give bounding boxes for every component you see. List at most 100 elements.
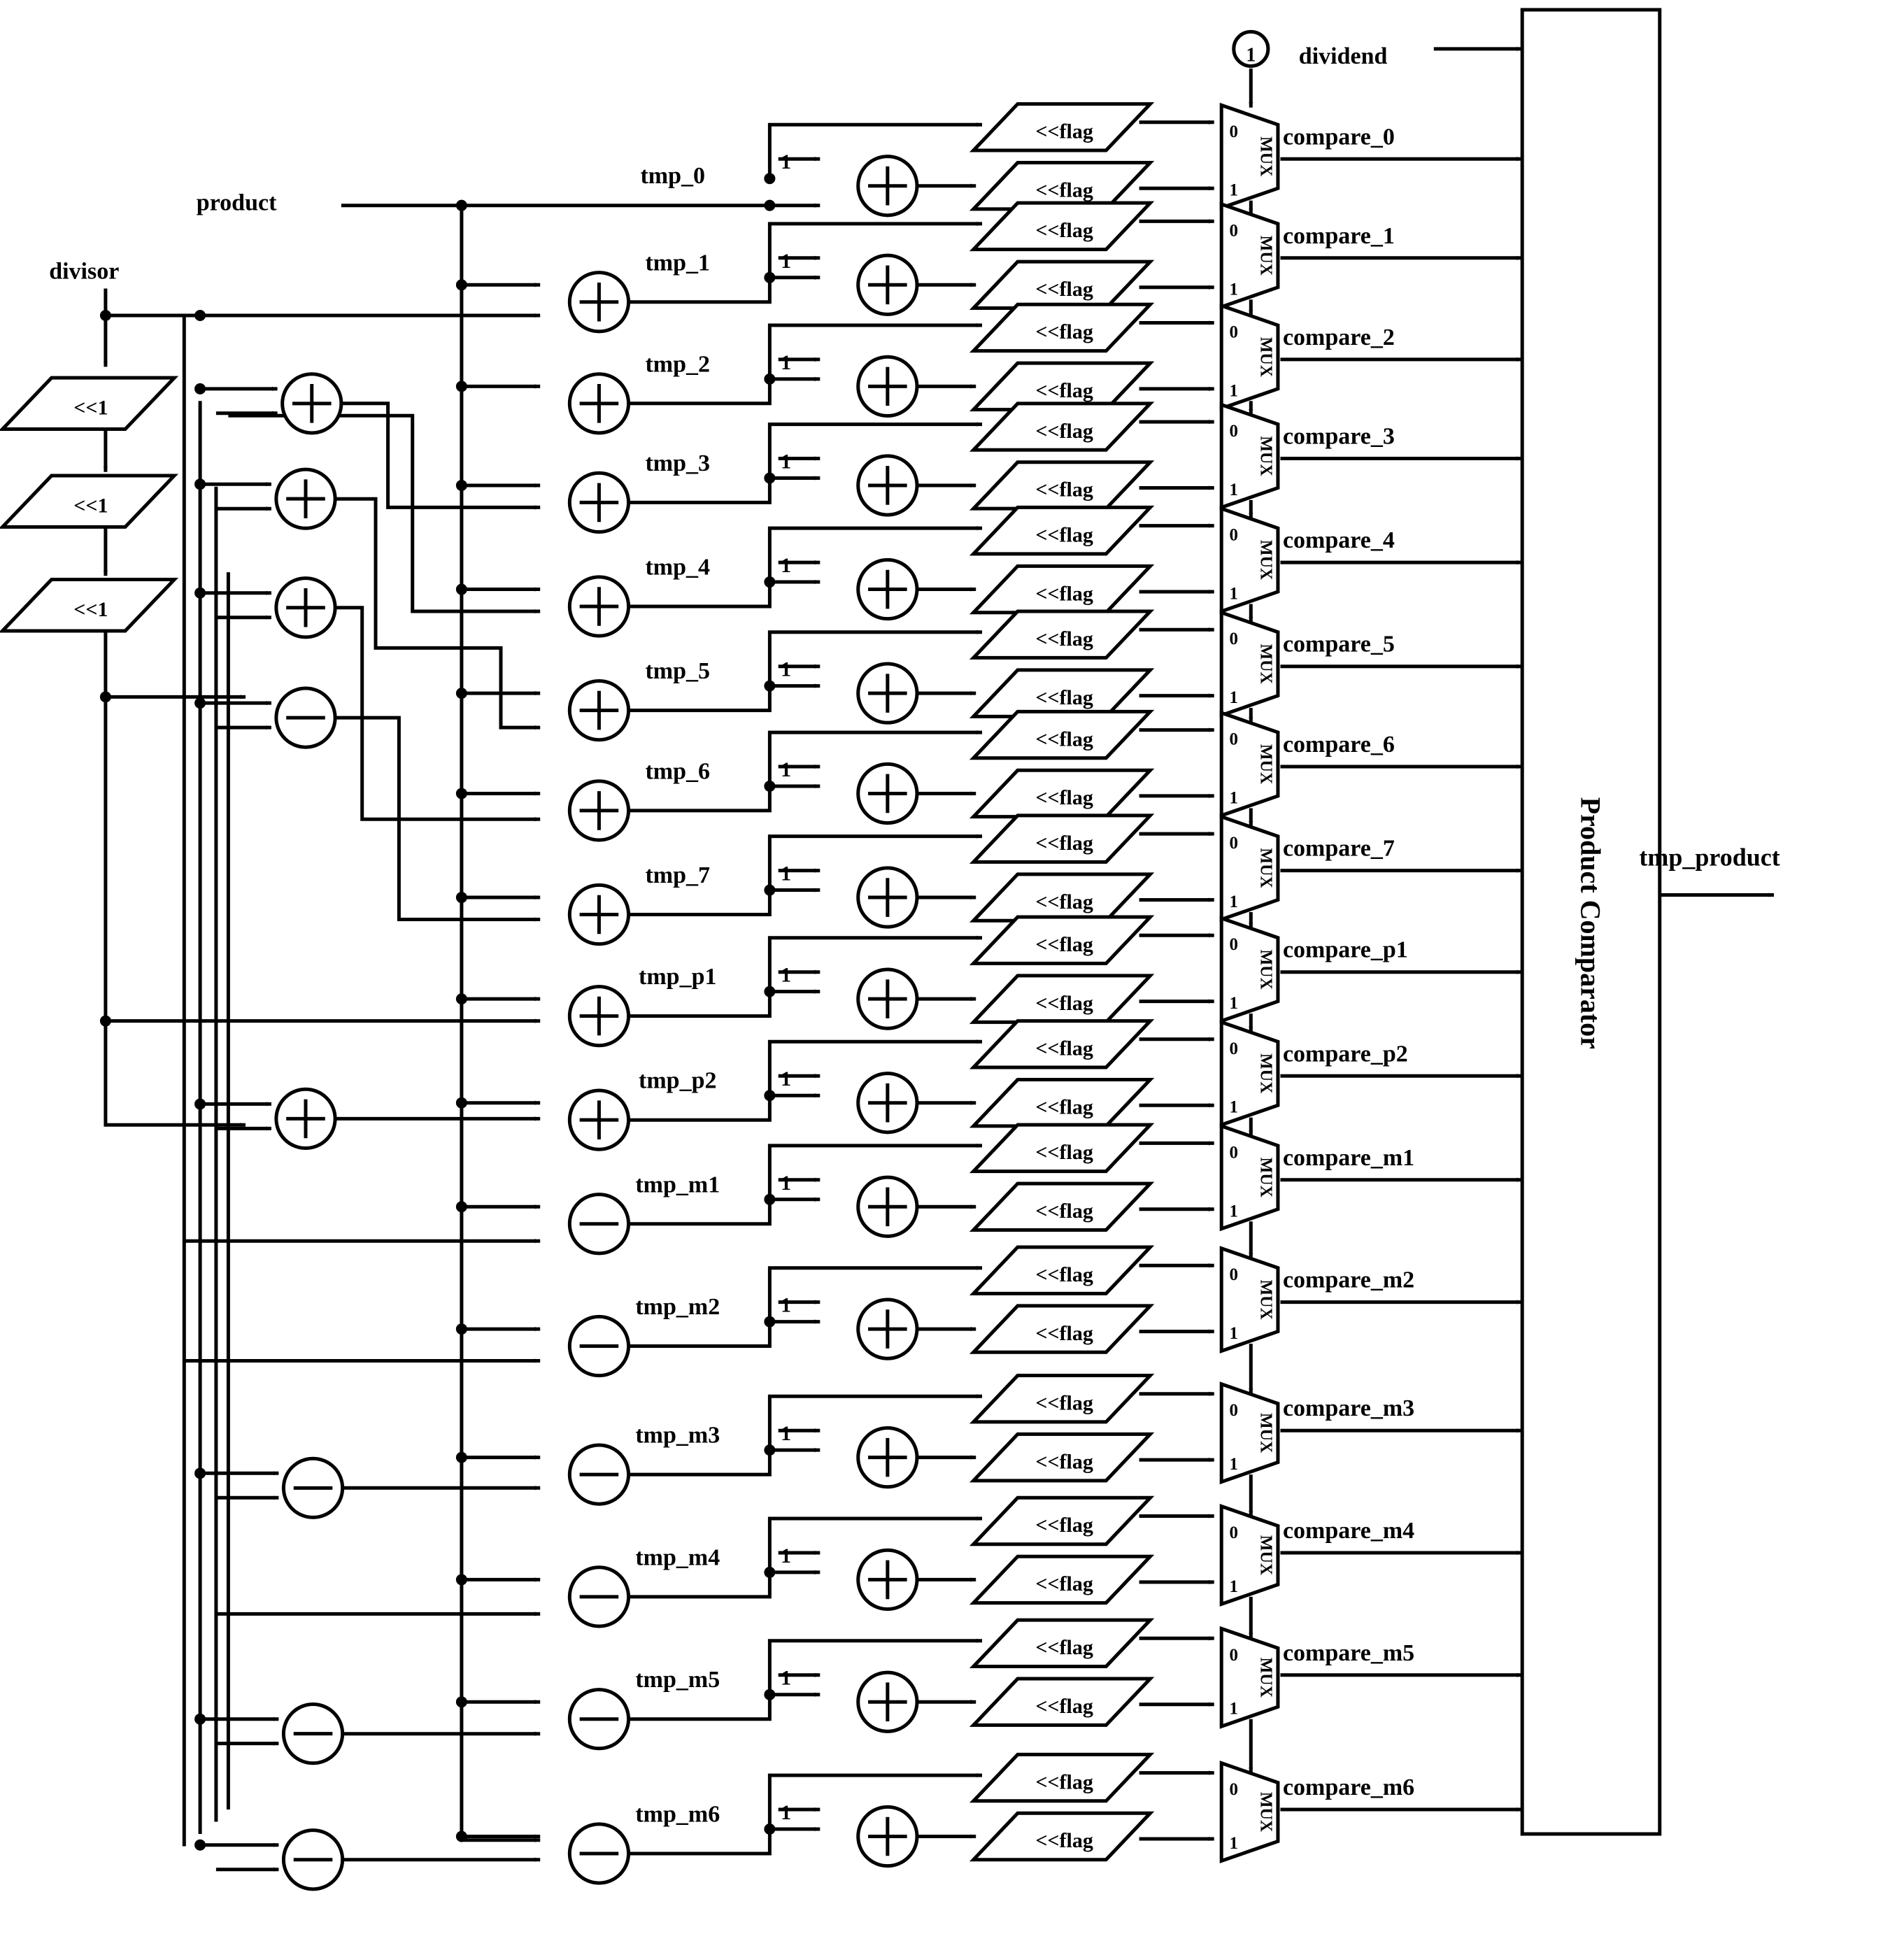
junction-dot	[764, 680, 776, 692]
shift-label: <<1	[73, 494, 108, 517]
junction-dot	[455, 1097, 467, 1109]
flag-block-lower	[969, 1304, 1155, 1354]
junction-dot	[764, 1444, 776, 1456]
compare-label-compare_2: compare_2	[1283, 325, 1395, 350]
plus-one-adder-icon	[856, 1670, 919, 1733]
plus-stage-op-icon	[567, 575, 631, 638]
tmp-to-flag0-wire	[767, 1143, 983, 1200]
tmp-to-adder-wire	[628, 1570, 820, 1599]
plus-one-adder-icon	[856, 866, 919, 929]
flag-label-lower: <<flag	[1035, 1200, 1093, 1223]
tmp-product-label: tmp_product	[1639, 844, 1779, 872]
mux-port1-label: 1	[1230, 1202, 1239, 1221]
junction-dot	[764, 1090, 776, 1102]
mux-port1-label: 1	[1230, 688, 1239, 707]
junction-dot	[764, 576, 776, 588]
junction-dot	[455, 1696, 467, 1708]
mux-tmp_4	[1219, 506, 1280, 614]
const-one-label: 1	[781, 1172, 791, 1195]
flag-block-upper	[969, 1495, 1155, 1547]
mux-label: MUX	[1256, 1279, 1274, 1320]
shapes-layer	[0, 8, 1662, 1891]
mux-port1-label: 1	[1230, 381, 1239, 400]
plus-one-adder-icon	[856, 762, 919, 825]
flag-block-upper	[969, 1752, 1155, 1803]
tmp-to-flag0-wire	[767, 730, 983, 786]
minus-stage-op-icon	[567, 1443, 631, 1506]
flag-block-upper	[969, 709, 1155, 760]
flag-block-lower	[969, 1677, 1155, 1727]
mux-port0-label: 0	[1230, 422, 1239, 441]
flag-label-upper: <<flag	[1035, 1037, 1093, 1060]
compare-label-compare_m3: compare_m3	[1283, 1395, 1414, 1421]
flag-block-lower	[969, 1554, 1155, 1605]
product-comparator-box	[1520, 8, 1662, 1836]
pre-op-icon	[274, 467, 337, 530]
pre-op-icon	[281, 1828, 345, 1891]
plus-one-adder-icon	[856, 355, 919, 418]
mux-port1-label: 1	[1230, 181, 1239, 200]
const-one-label: 1	[781, 1801, 791, 1824]
junction-dot	[99, 309, 111, 321]
tmp-to-adder-wire	[628, 989, 820, 1018]
flag-block-upper	[969, 1374, 1155, 1424]
junction-dot	[764, 199, 776, 211]
plus-one-adder-icon	[856, 253, 919, 316]
mux-tmp_m1	[1219, 1123, 1280, 1232]
junction-dot	[764, 1316, 776, 1328]
shift-label: <<1	[73, 598, 108, 621]
const-one-label: 1	[781, 1067, 791, 1090]
compare-label-compare_6: compare_6	[1283, 732, 1395, 758]
junction-dot	[194, 383, 206, 394]
compare-label-compare_5: compare_5	[1283, 632, 1395, 657]
flag-block-lower	[969, 1811, 1155, 1862]
flag-label-lower: <<flag	[1035, 582, 1093, 605]
mux-tmp_m5	[1219, 1626, 1280, 1729]
mux-body	[1219, 102, 1280, 211]
const-one-label: 1	[781, 450, 791, 473]
tmp-label-tmp_1: tmp_1	[645, 250, 710, 276]
flag-label-upper: <<flag	[1035, 1770, 1093, 1793]
shift-block	[0, 376, 179, 432]
plus-one-adder-icon	[856, 1548, 919, 1612]
mux-port0-label: 0	[1230, 221, 1239, 240]
const-one-label: 1	[781, 1422, 791, 1445]
flag-block-upper	[969, 401, 1155, 452]
plus-one-adder-icon	[856, 967, 919, 1030]
mux-port0-label: 0	[1230, 730, 1239, 749]
junction-dot	[455, 381, 467, 392]
tmp-to-flag0-wire	[767, 422, 983, 478]
mux-port0-label: 0	[1230, 935, 1239, 954]
junction-dot	[194, 697, 206, 709]
mux-tmp_2	[1219, 303, 1280, 411]
wires-layer	[103, 46, 1775, 1872]
tmp-to-flag0-wire	[767, 1516, 983, 1572]
shift-label: <<1	[73, 397, 108, 420]
compare-label-compare_0: compare_0	[1283, 124, 1395, 150]
tmp-to-flag0-wire	[767, 322, 983, 379]
product-label: product	[197, 190, 277, 216]
plus-stage-op-icon	[567, 372, 631, 435]
const-one-label: 1	[781, 1667, 791, 1690]
flag-label-upper: <<flag	[1035, 120, 1093, 143]
mux-port1-label: 1	[1230, 1700, 1239, 1719]
flag-label-lower: <<flag	[1035, 1322, 1093, 1345]
tmp-to-adder-wire	[628, 275, 820, 304]
mux-label: MUX	[1256, 136, 1274, 177]
plus-one-adder-icon	[856, 155, 919, 218]
tmp-label-tmp_m2: tmp_m2	[635, 1294, 720, 1320]
const-one-label: 1	[781, 862, 791, 886]
compare-label-compare_p1: compare_p1	[1283, 937, 1408, 963]
mux-body	[1219, 1504, 1280, 1607]
plus-one-adder-icon	[856, 1805, 919, 1868]
tmp-label-tmp_0: tmp_0	[640, 163, 705, 189]
mux-port1-label: 1	[1230, 994, 1239, 1013]
tmp-to-flag0-wire	[767, 1394, 983, 1451]
pre-op-icon	[274, 686, 337, 749]
minus-stage-op-icon	[567, 1565, 631, 1628]
mux-port0-label: 0	[1230, 1523, 1239, 1542]
mux-label: MUX	[1256, 1158, 1274, 1198]
junction-dot	[764, 780, 776, 792]
mux-body	[1219, 1246, 1280, 1354]
mux-port1-label: 1	[1230, 1324, 1239, 1343]
